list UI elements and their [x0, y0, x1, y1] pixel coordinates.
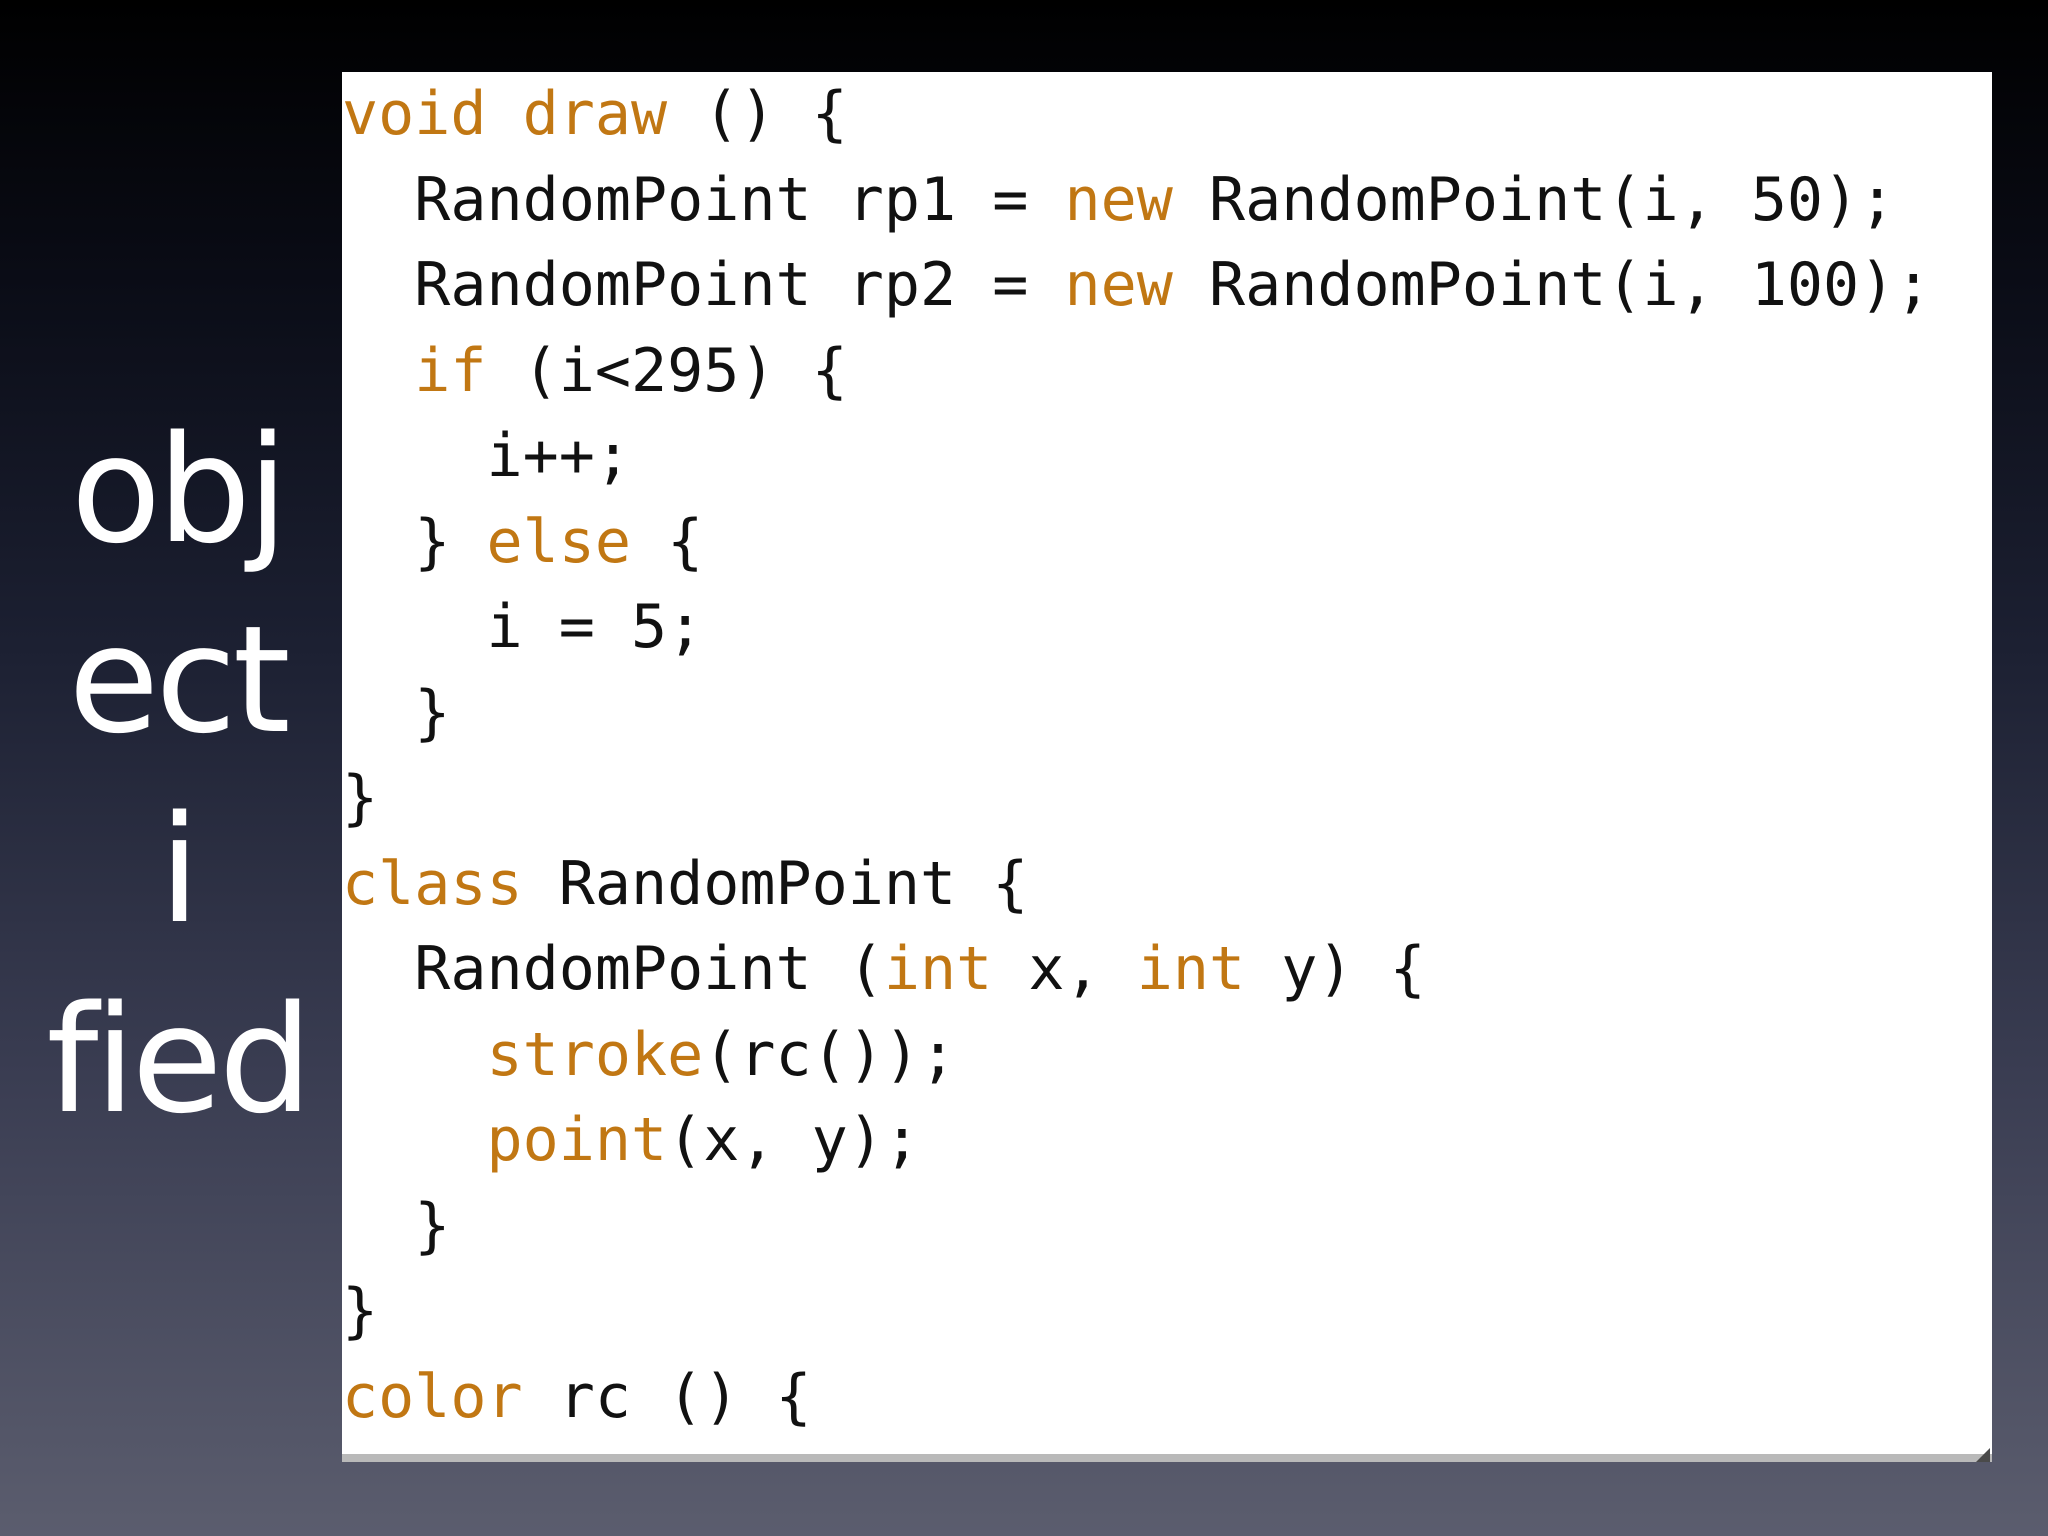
- code-line: RandomPoint rp1 = new RandomPoint(i, 50)…: [342, 158, 1931, 244]
- code-line: }: [342, 1184, 1931, 1270]
- code-editor-panel[interactable]: void draw () { RandomPoint rp1 = new Ran…: [342, 72, 1992, 1462]
- code-text: }: [342, 1190, 451, 1261]
- code-text: {: [631, 506, 704, 577]
- slide-title-part: obj: [70, 404, 289, 576]
- code-text: RandomPoint (: [342, 934, 884, 1004]
- code-keyword: new: [1064, 164, 1173, 235]
- code-text: }: [342, 1276, 379, 1346]
- code-line: point(x, y);: [342, 1098, 1931, 1184]
- horizontal-scrollbar[interactable]: [342, 1454, 1992, 1462]
- slide-title: obj ect i fied: [0, 395, 355, 1155]
- code-line: }: [342, 756, 1931, 842]
- code-listing: void draw () { RandomPoint rp1 = new Ran…: [342, 72, 1931, 1440]
- code-text: }: [342, 677, 451, 748]
- code-line: RandomPoint rp2 = new RandomPoint(i, 100…: [342, 243, 1931, 329]
- code-line: } else {: [342, 500, 1931, 586]
- code-line: }: [342, 671, 1931, 757]
- code-keyword: new: [1064, 250, 1173, 320]
- code-text: (rc());: [703, 1019, 957, 1090]
- code-text: }: [342, 763, 379, 833]
- code-text: RandomPoint {: [522, 848, 1029, 919]
- resize-grip-icon[interactable]: [1976, 1448, 1990, 1462]
- code-line: }: [342, 1269, 1931, 1355]
- code-keyword: int: [883, 934, 993, 1004]
- code-text: () {: [667, 79, 848, 149]
- code-keyword: else: [486, 506, 632, 577]
- code-keyword: int: [1136, 934, 1246, 1004]
- code-keyword: point: [486, 1105, 668, 1175]
- code-line: stroke(rc());: [342, 1013, 1931, 1099]
- code-text: [342, 1020, 487, 1090]
- code-text: i = 5;: [342, 592, 704, 662]
- code-text: RandomPoint rp1 =: [342, 164, 1065, 235]
- code-keyword: color: [342, 1361, 523, 1432]
- code-line: color rc () {: [342, 1355, 1931, 1441]
- code-text: rc () {: [522, 1361, 812, 1432]
- code-line: i = 5;: [342, 585, 1931, 671]
- code-line: class RandomPoint {: [342, 842, 1931, 928]
- code-text: (x, y);: [667, 1105, 920, 1175]
- code-text: RandomPoint(i, 100);: [1172, 250, 1932, 320]
- code-keyword: stroke: [486, 1019, 704, 1090]
- code-text: x,: [992, 934, 1137, 1004]
- code-keyword: class: [342, 848, 523, 919]
- code-line: RandomPoint (int x, int y) {: [342, 927, 1931, 1013]
- slide-title-part: fied: [46, 974, 312, 1146]
- code-text: i++;: [342, 421, 631, 491]
- code-line: if (i<295) {: [342, 329, 1931, 415]
- code-text: }: [342, 506, 487, 577]
- slide-title-part: i: [158, 784, 200, 956]
- code-line: void draw () {: [342, 72, 1931, 158]
- slide-title-part: ect: [68, 594, 290, 766]
- code-text: y) {: [1245, 934, 1426, 1004]
- code-text: (i<295) {: [486, 335, 848, 406]
- code-keyword: if: [414, 335, 487, 406]
- code-text: RandomPoint rp2 =: [342, 250, 1065, 320]
- code-text: [342, 1105, 487, 1175]
- code-keyword: void draw: [342, 79, 668, 149]
- code-text: [342, 336, 414, 406]
- code-text: RandomPoint(i, 50);: [1172, 164, 1896, 235]
- code-line: i++;: [342, 414, 1931, 500]
